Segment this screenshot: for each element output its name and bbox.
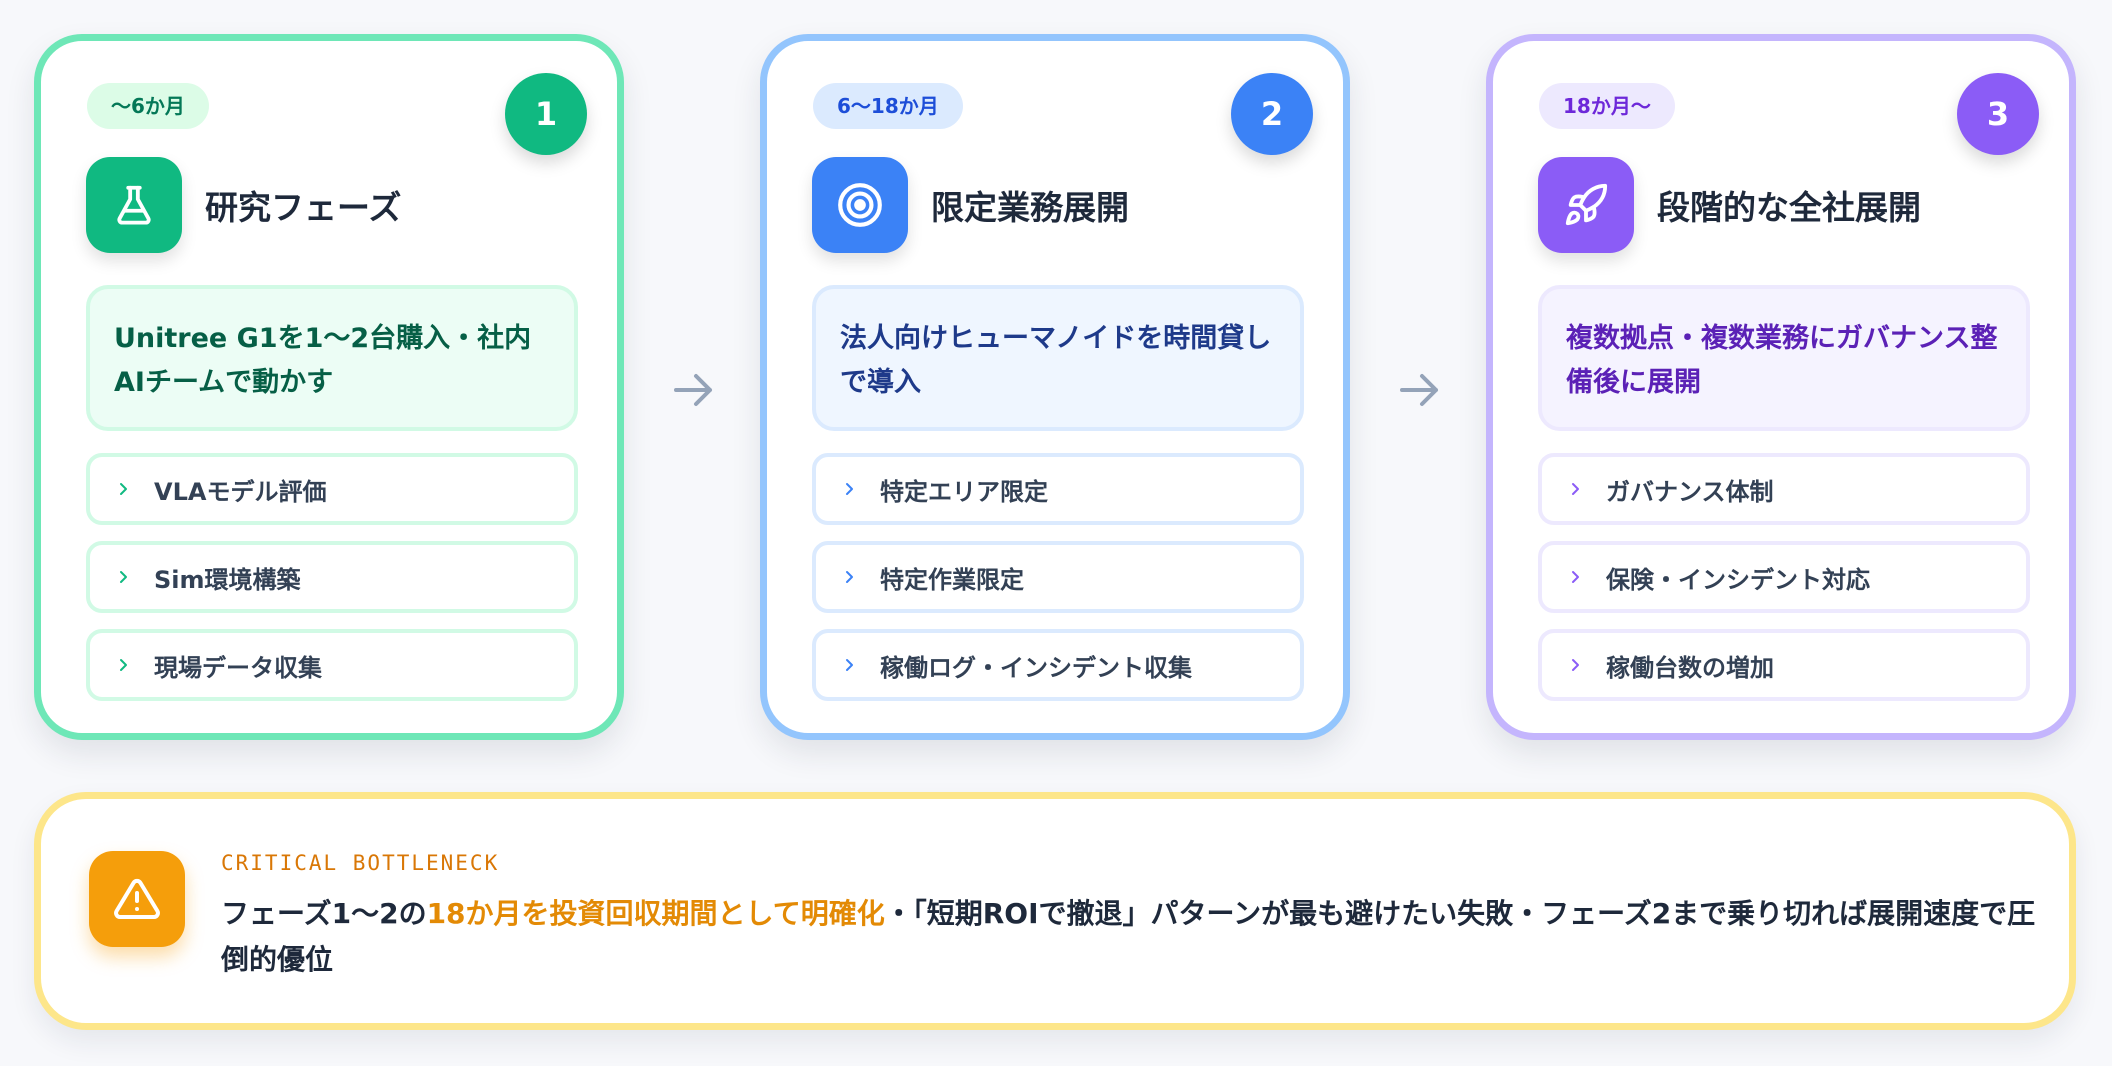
bottleneck-text-before: フェーズ1〜2の — [221, 897, 427, 930]
list-item-label: ガバナンス体制 — [1606, 477, 1774, 506]
phase-summary: Unitree G1を1〜2台購入・社内AIチームで動かす — [86, 285, 578, 431]
chevron-right-icon — [1568, 569, 1584, 585]
list-item-label: 現場データ収集 — [154, 653, 322, 682]
list-item: 稼働ログ・インシデント収集 — [812, 629, 1304, 701]
list-item: 稼働台数の増加 — [1538, 629, 2030, 701]
step-number: 1 — [505, 73, 587, 155]
arrow-right-icon — [674, 374, 712, 406]
chevron-right-icon — [842, 657, 858, 673]
chevron-right-icon — [116, 569, 132, 585]
phase-title: 限定業務展開 — [931, 188, 1129, 227]
duration-badge: 〜6か月 — [87, 83, 209, 129]
critical-bottleneck-panel: CRITICAL BOTTLENECK フェーズ1〜2の18か月を投資回収期間と… — [34, 792, 2076, 1030]
list-item-label: VLAモデル評価 — [154, 477, 327, 506]
phase-card-company-rollout: 18か月〜 3 段階的な全社展開 複数拠点・複数業務にガバナンス整備後に展開 ガ… — [1486, 34, 2076, 740]
step-number: 3 — [1957, 73, 2039, 155]
flask-icon — [86, 157, 182, 253]
target-icon — [812, 157, 908, 253]
list-item: Sim環境構築 — [86, 541, 578, 613]
list-item-label: 保険・インシデント対応 — [1606, 565, 1870, 594]
phase-card-research: 〜6か月 1 研究フェーズ Unitree G1を1〜2台購入・社内AIチームで… — [34, 34, 624, 740]
bottleneck-text-after: ・「短期ROIで撤退」パターンが最も避けたい失敗・フェーズ2まで乗り切れば展開速… — [221, 897, 2036, 976]
rocket-icon — [1538, 157, 1634, 253]
list-item-label: 特定エリア限定 — [880, 477, 1048, 506]
list-item: VLAモデル評価 — [86, 453, 578, 525]
bottleneck-text: フェーズ1〜2の18か月を投資回収期間として明確化・「短期ROIで撤退」パターン… — [221, 891, 2061, 983]
list-item: 特定作業限定 — [812, 541, 1304, 613]
list-item-label: 稼働ログ・インシデント収集 — [880, 653, 1192, 682]
chevron-right-icon — [1568, 481, 1584, 497]
list-item-label: Sim環境構築 — [154, 565, 301, 594]
arrow-right-icon — [1400, 374, 1438, 406]
phase-summary: 複数拠点・複数業務にガバナンス整備後に展開 — [1538, 285, 2030, 431]
duration-badge: 6〜18か月 — [813, 83, 963, 129]
list-item: 現場データ収集 — [86, 629, 578, 701]
chevron-right-icon — [116, 481, 132, 497]
bottleneck-text-highlight: 18か月を投資回収期間として明確化 — [426, 897, 885, 930]
duration-badge: 18か月〜 — [1539, 83, 1675, 129]
chevron-right-icon — [842, 481, 858, 497]
phase-title: 研究フェーズ — [205, 188, 402, 227]
chevron-right-icon — [1568, 657, 1584, 673]
list-item-label: 稼働台数の増加 — [1606, 653, 1774, 682]
bottleneck-label: CRITICAL BOTTLENECK — [221, 851, 500, 875]
phase-summary: 法人向けヒューマノイドを時間貸しで導入 — [812, 285, 1304, 431]
phase-title: 段階的な全社展開 — [1657, 188, 1921, 227]
list-item-label: 特定作業限定 — [880, 565, 1024, 594]
step-number: 2 — [1231, 73, 1313, 155]
chevron-right-icon — [116, 657, 132, 673]
list-item: ガバナンス体制 — [1538, 453, 2030, 525]
warning-icon — [89, 851, 185, 947]
chevron-right-icon — [842, 569, 858, 585]
phase-card-limited-deployment: 6〜18か月 2 限定業務展開 法人向けヒューマノイドを時間貸しで導入 特定エリ… — [760, 34, 1350, 740]
list-item: 保険・インシデント対応 — [1538, 541, 2030, 613]
list-item: 特定エリア限定 — [812, 453, 1304, 525]
